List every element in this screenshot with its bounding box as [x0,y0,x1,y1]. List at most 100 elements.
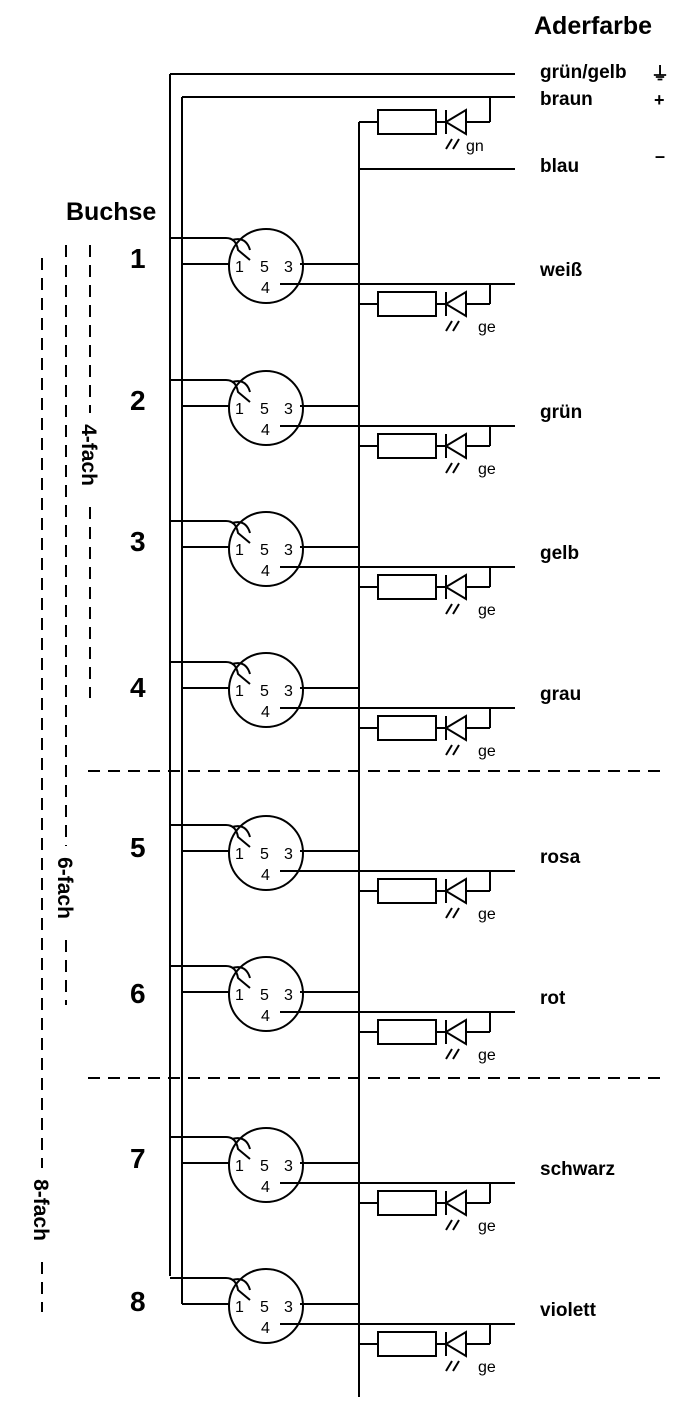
pin-4-label: 4 [261,704,270,721]
resistor [377,291,437,317]
variant-4-fach: 4-fach [77,245,100,698]
pin-4-label: 4 [261,563,270,580]
pin-loop [231,238,251,251]
resistor [377,574,437,600]
wire-label: grau [540,684,581,705]
pin-1-label: 1 [235,1299,244,1316]
pin-4-label: 4 [261,867,270,884]
led-diode-icon [444,573,467,601]
pin-loop [231,521,251,534]
pin-1-label: 1 [235,542,244,559]
wire-label-braun: braun [540,89,593,110]
socket-number: 2 [130,385,146,416]
resistor [377,1190,437,1216]
wire-label: violett [540,1300,597,1321]
led-diode-icon [444,1330,467,1358]
led-diode-icon [444,1189,467,1217]
socket-number: 7 [130,1143,146,1174]
led-label-gn: gn [466,138,484,155]
pin-1-label: 1 [235,846,244,863]
pin-1-label: 1 [235,987,244,1004]
wire-label: weiß [539,260,583,281]
aderfarbe-heading: Aderfarbe [534,12,652,40]
led-label-ge: ge [478,906,496,923]
led-label-ge: ge [478,319,496,336]
ground-connection [170,237,251,261]
pin-5-label: 5 [260,259,269,276]
pin-5-label: 5 [260,683,269,700]
minus-symbol-icon: – [655,146,665,166]
resistor [377,878,437,904]
pin-3-label: 3 [284,846,293,863]
wire-label: gelb [540,543,579,564]
led-diode-icon [444,714,467,742]
pin-loop [231,825,251,838]
ground-connection [170,379,251,403]
pin-3-label: 3 [284,987,293,1004]
resistor [377,1331,437,1357]
pin-3-label: 3 [284,542,293,559]
wire-label: schwarz [540,1159,615,1180]
pin-1-label: 1 [235,259,244,276]
status-led-circuit: ge [359,1012,496,1064]
socket-number: 8 [130,1286,146,1317]
ground-connection [170,824,251,848]
resistor [377,109,437,135]
led-label-ge: ge [478,743,496,760]
status-led-circuit: ge [359,426,496,478]
pin-1-label: 1 [235,401,244,418]
wire-label: rot [540,988,566,1009]
ground-connection [170,520,251,544]
socket-number: 4 [130,672,146,703]
led-diode-icon [444,290,467,318]
status-led-circuit: ge [359,1324,496,1376]
pin-1-label: 1 [235,1158,244,1175]
led-diode-icon [444,877,467,905]
pin-loop [231,966,251,979]
pin-5-label: 5 [260,542,269,559]
led-diode-icon [444,1018,467,1046]
pin-3-label: 3 [284,683,293,700]
pin-5-label: 5 [260,401,269,418]
pin-5-label: 5 [260,846,269,863]
wire-label-blau: blau [540,156,579,177]
pin-3-label: 3 [284,1158,293,1175]
socket-number: 3 [130,526,146,557]
pin-loop [231,380,251,393]
buchse-heading: Buchse [66,198,156,226]
pin-5-label: 5 [260,987,269,1004]
wire-label: grün [540,402,582,423]
ground-connection [170,1136,251,1160]
pin-3-label: 3 [284,401,293,418]
led-label-ge: ge [478,1218,496,1235]
pin-4-label: 4 [261,1320,270,1337]
socket-number: 5 [130,832,146,863]
socket-number: 1 [130,243,146,274]
status-led-circuit: ge [359,567,496,619]
pin-5-label: 5 [260,1299,269,1316]
pin-1-label: 1 [235,683,244,700]
resistor [377,715,437,741]
status-led-circuit: ge [359,708,496,760]
pin-3-label: 3 [284,1299,293,1316]
ground-connection [170,965,251,989]
pin-4-label: 4 [261,280,270,297]
pin-loop [231,1278,251,1291]
led-label-ge: ge [478,602,496,619]
pin-5-label: 5 [260,1158,269,1175]
wire-label-gruen-gelb: grün/gelb [540,62,627,83]
pin-4-label: 4 [261,1008,270,1025]
plus-symbol-icon: + [654,90,665,110]
pin-loop [231,662,251,675]
power-led-circuit: gn [359,97,491,155]
led-diode-icon [444,432,467,460]
ground-connection [170,661,251,685]
ground-symbol-icon: ⏚ [651,64,669,84]
variant-8-fach: 8-fach [29,258,52,1312]
